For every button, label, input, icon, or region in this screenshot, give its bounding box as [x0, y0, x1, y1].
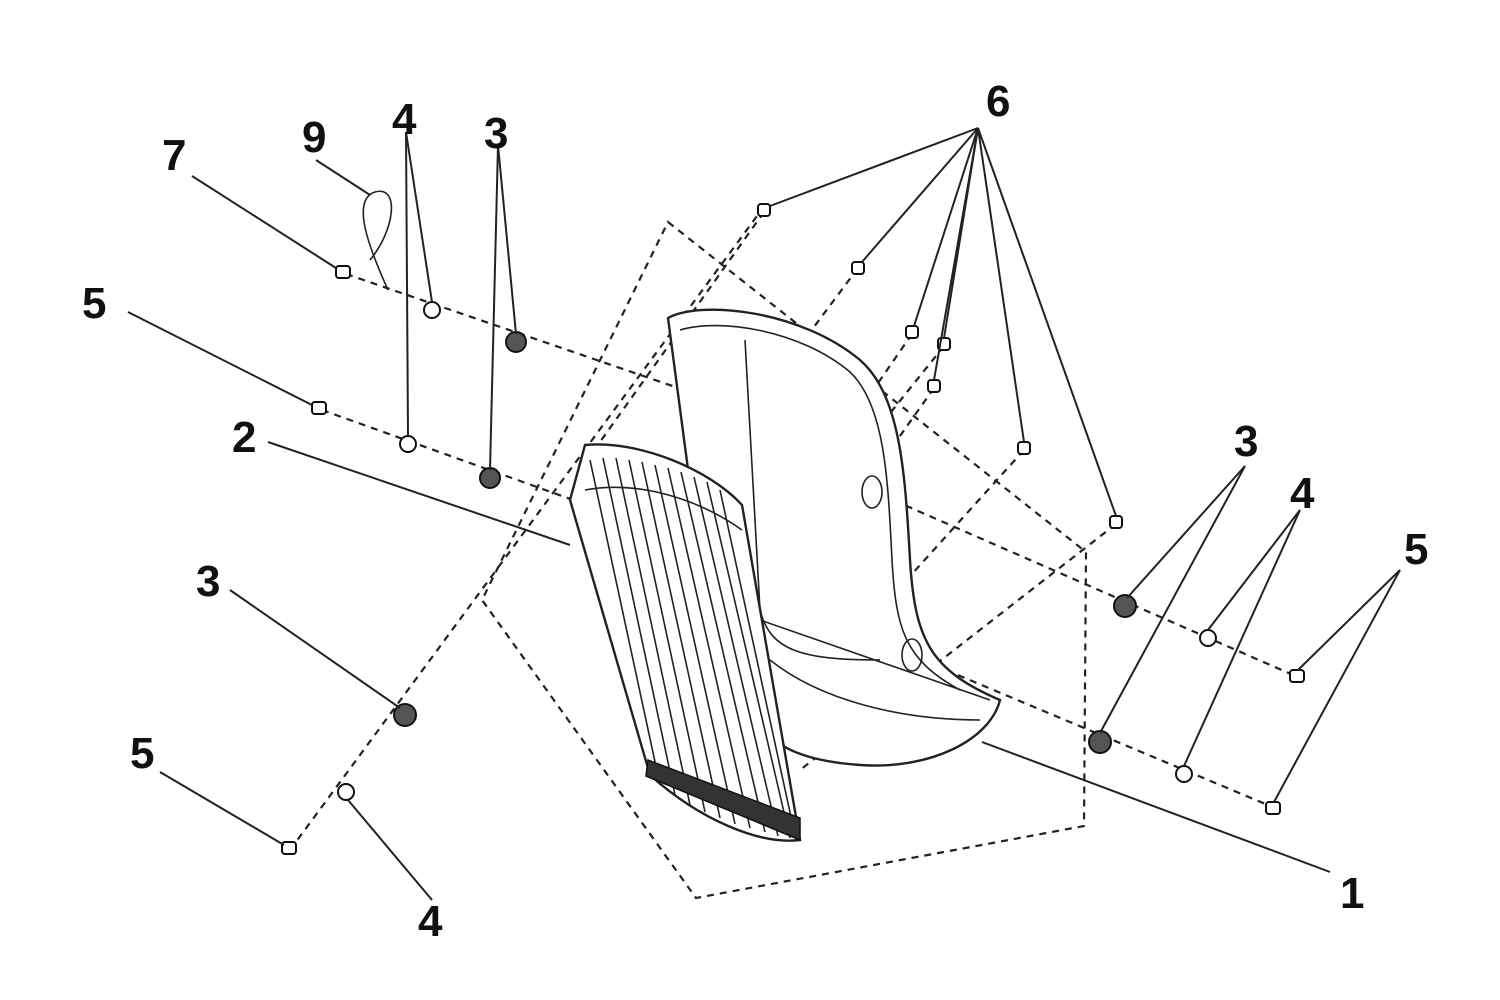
callout-6: 6	[986, 77, 1010, 126]
leader-lines	[127, 127, 1401, 901]
callout-labels: 1 2 3 3 3 4 4 4 5 5 5 6 7 9	[82, 77, 1428, 946]
screw-parts	[281, 203, 1305, 855]
wire-loop-part	[362, 190, 393, 291]
callout-4c: 4	[418, 897, 443, 946]
callout-4a: 4	[392, 95, 417, 144]
callout-7: 7	[162, 131, 186, 180]
callout-1: 1	[1340, 869, 1364, 918]
nut-parts	[393, 331, 1137, 754]
assembly-boundary-dashed	[480, 220, 1088, 900]
callout-4b: 4	[1290, 469, 1315, 518]
callout-5c: 5	[130, 729, 154, 778]
callout-3c: 3	[196, 557, 220, 606]
grille-part	[568, 443, 802, 842]
callout-9: 9	[302, 113, 326, 162]
callout-3b: 3	[1234, 417, 1258, 466]
callout-5b: 5	[1404, 525, 1428, 574]
callout-5a: 5	[82, 279, 106, 328]
callout-3a: 3	[484, 109, 508, 158]
callout-2: 2	[232, 413, 256, 462]
